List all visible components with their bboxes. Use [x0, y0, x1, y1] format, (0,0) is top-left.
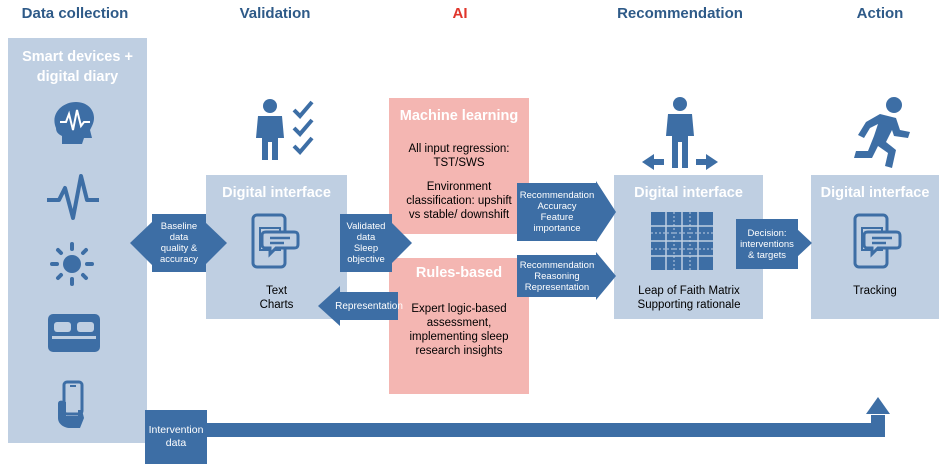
validation-text-label: Text	[265, 285, 288, 297]
rules-line-2: assessment,	[426, 317, 492, 329]
matrix-grid-icon	[651, 212, 713, 270]
heartbeat-icon	[47, 174, 99, 220]
validated-label-line2: data	[356, 232, 376, 243]
rec-rules-line1: Recommendation	[519, 259, 595, 271]
chat-tablet-icon	[853, 213, 902, 269]
rec-rules-line2: Reasoning	[534, 270, 580, 282]
recommendation-panel-body: Leap of Faith Matrix Supporting rational…	[610, 284, 768, 312]
action-panel-body: Tracking	[811, 284, 939, 298]
leap-of-faith-label: Leap of Faith Matrix	[638, 285, 740, 297]
ml-line-1: All input regression:	[408, 143, 510, 155]
brain-wave-icon	[54, 102, 95, 144]
header-validation: Validation	[239, 5, 311, 22]
baseline-label-line4: accuracy	[159, 254, 198, 265]
person-checklist-icon	[256, 99, 314, 160]
recommendation-panel-title: Digital interface	[634, 185, 743, 201]
rec-rules-line3: Representation	[524, 281, 590, 293]
baseline-label-line3: quality &	[160, 243, 198, 254]
tracking-label: Tracking	[853, 285, 897, 297]
rules-line-4: research insights	[415, 345, 503, 357]
representation-label: Representation	[335, 292, 403, 320]
decision-label: Decision: interventions & targets	[736, 219, 798, 269]
rules-based-title: Rules-based	[415, 265, 503, 281]
machine-learning-title: Machine learning	[399, 108, 519, 124]
header-data-collection: Data collection	[21, 5, 129, 22]
header-action: Action	[856, 5, 904, 22]
sun-icon	[50, 242, 94, 286]
validated-label-line1: Validated	[346, 221, 386, 232]
header-ai: AI	[452, 5, 468, 22]
intervention-line2: data	[165, 437, 187, 449]
decision-line1: Decision:	[747, 227, 787, 239]
rec-ml-line4: importance	[533, 223, 581, 234]
ml-line-4: classification: upshift	[406, 195, 512, 207]
validated-label-line4: objective	[347, 254, 385, 265]
person-arrows-icon	[642, 97, 718, 170]
rec-ml-line2: Accuracy	[537, 201, 577, 212]
bed-icon	[48, 314, 100, 352]
ml-line-2: TST/SWS	[433, 157, 485, 169]
action-panel-title: Digital interface	[820, 185, 930, 201]
recommendation-ml-label: Recommendation Accuracy Feature importan…	[517, 183, 597, 241]
validation-panel-title: Digital interface	[222, 185, 331, 201]
smart-devices-title-line2: digital diary	[36, 69, 119, 85]
validation-panel-body: Text Charts	[206, 284, 347, 312]
rec-ml-line3: Feature	[540, 212, 574, 223]
running-person-icon	[854, 97, 910, 168]
decision-line3: & targets	[747, 249, 787, 261]
intervention-line1: Intervention	[148, 424, 204, 436]
baseline-arrow-label: Baseline data quality & accuracy	[152, 214, 206, 272]
representation-label-text: Representation	[335, 300, 403, 312]
supporting-rationale-label: Supporting rationale	[637, 299, 741, 311]
header-recommendation: Recommendation	[617, 5, 743, 22]
smart-devices-title-line1: Smart devices +	[22, 49, 133, 65]
decision-line2: interventions	[740, 238, 794, 250]
baseline-label-line2: data	[169, 232, 189, 243]
rec-ml-line1: Recommendation	[519, 190, 595, 201]
chat-tablet-icon	[251, 213, 300, 269]
validated-data-label: Validated data Sleep objective	[340, 214, 392, 272]
rules-based-box	[389, 258, 529, 394]
rules-line-3: implementing sleep	[409, 331, 509, 343]
baseline-label-line1: Baseline	[160, 221, 198, 232]
ml-line-3: Environment	[426, 181, 492, 193]
machine-learning-box	[389, 98, 529, 234]
smart-devices-title: Smart devices + digital diary	[8, 47, 147, 87]
rules-based-body: Expert logic-based assessment, implement…	[389, 302, 529, 358]
machine-learning-body: All input regression: TST/SWS Environmen…	[389, 142, 529, 222]
intervention-data-label: Intervention data	[145, 410, 207, 464]
smartphone-hand-icon	[58, 380, 84, 428]
validation-charts-label: Charts	[259, 299, 294, 311]
ml-line-5: vs stable/ downshift	[408, 209, 510, 221]
recommendation-rules-label: Recommendation Reasoning Representation	[517, 255, 597, 297]
rules-line-1: Expert logic-based	[411, 303, 507, 315]
validated-label-line3: Sleep	[353, 243, 379, 254]
